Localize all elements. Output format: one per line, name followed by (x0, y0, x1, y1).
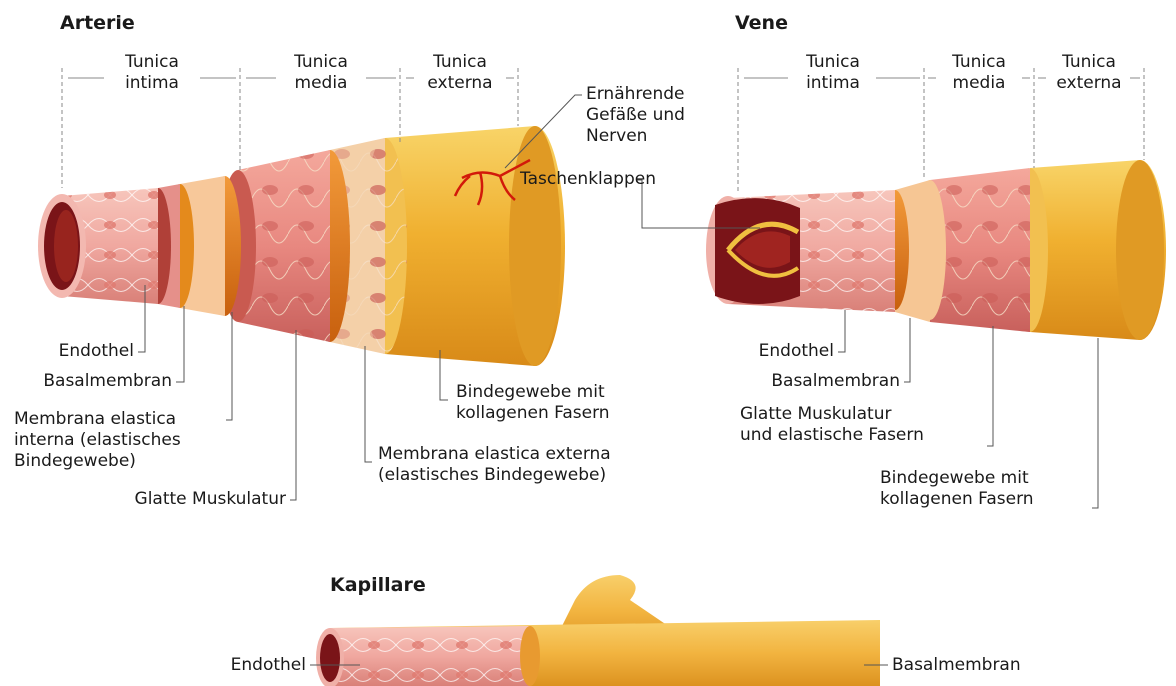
vein-endothel-label: Endothel (700, 341, 834, 362)
artery-membrana-externa-label: Membrana elastica externa (elastisches B… (378, 444, 611, 486)
artery-title: Arterie (60, 12, 135, 34)
vein-title: Vene (735, 12, 788, 34)
artery-glatte-muskulatur-label: Glatte Muskulatur (60, 489, 286, 510)
vein-basalmembran-label: Basalmembran (700, 371, 900, 392)
capillary-endothel-label: Endothel (160, 655, 306, 676)
capillary-basalmembran-label: Basalmembran (892, 655, 1021, 676)
artery-illustration (38, 126, 565, 366)
vein-taschenklappen-label: Taschenklappen (520, 169, 632, 190)
artery-endothel-label: Endothel (0, 341, 134, 362)
vein-bindegewebe-label: Bindegewebe mit kollagenen Fasern (880, 468, 1034, 510)
artery-vessels-nerves-label: Ernährende Gefäße und Nerven (586, 84, 685, 147)
artery-membrana-interna-label: Membrana elastica interna (elastisches B… (14, 409, 181, 472)
artery-basalmembran-label: Basalmembran (0, 371, 172, 392)
vein-glatte-muskulatur-label: Glatte Muskulatur und elastische Fasern (740, 404, 924, 446)
capillary-title: Kapillare (330, 574, 426, 596)
artery-bindegewebe-label: Bindegewebe mit kollagenen Fasern (456, 382, 610, 424)
vein-illustration (706, 160, 1166, 340)
